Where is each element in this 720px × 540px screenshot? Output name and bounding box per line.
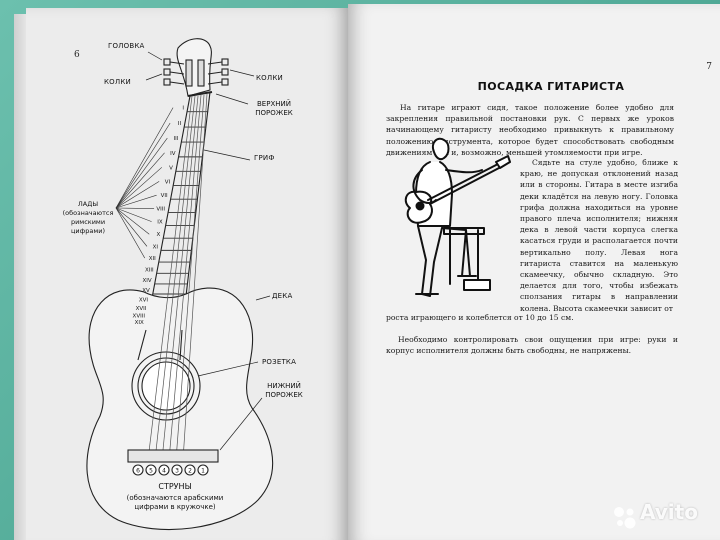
label-deka: ДЕКА bbox=[272, 292, 293, 300]
paragraph-intro: На гитаре играют сидя, такое положение б… bbox=[386, 103, 674, 157]
open-book: 6 7 ПОСАДКА ГИТАРИСТА На гитаре играют с… bbox=[8, 0, 720, 540]
left-page-number: 6 bbox=[74, 50, 80, 60]
fret-numeral: VII bbox=[161, 193, 168, 199]
string-number: 4 bbox=[162, 468, 166, 475]
fret-numeral: X bbox=[156, 232, 160, 238]
fret-leader-line bbox=[115, 122, 171, 209]
paragraph-posture: Сядьте на стуле удобно, ближе к краю, не… bbox=[520, 158, 678, 313]
string-number: 6 bbox=[136, 468, 140, 475]
avito-wordmark: Avito bbox=[640, 500, 698, 524]
fret-numeral: XI bbox=[153, 244, 159, 250]
label-kolki-left: КОЛКИ bbox=[104, 78, 131, 86]
avito-logo-icon bbox=[614, 507, 636, 529]
label-nizhniy-porozhek: НИЖНИЙ ПОРОЖЕК bbox=[265, 382, 303, 399]
string-number-circle bbox=[184, 464, 196, 476]
string-number: 1 bbox=[201, 468, 205, 475]
fret-numeral: XVII bbox=[136, 306, 147, 312]
fret-leader-line bbox=[115, 207, 152, 222]
string-number-circle bbox=[145, 464, 157, 476]
string-number-circle bbox=[171, 464, 183, 476]
label-golovka: ГОЛОВКА bbox=[108, 42, 145, 50]
fret-numeral: XIII bbox=[145, 267, 154, 273]
fret-leader-line bbox=[115, 207, 150, 235]
label-grif: ГРИФ bbox=[254, 154, 275, 162]
fret-leader-line bbox=[115, 207, 148, 247]
fret-leader-line bbox=[115, 137, 168, 209]
string-number: 3 bbox=[175, 468, 179, 475]
fret-leader-line bbox=[115, 181, 160, 209]
label-struny-note: (обозначаются арабскими цифрами в кружоч… bbox=[126, 494, 224, 511]
fret-numeral: I bbox=[182, 106, 184, 112]
fret-numeral: XVIII bbox=[133, 314, 146, 320]
fret-numeral: XIV bbox=[143, 278, 152, 284]
fret-numeral: XIX bbox=[135, 320, 144, 326]
fret-numeral: II bbox=[178, 121, 182, 127]
fret-leader-line bbox=[115, 207, 155, 209]
label-kolki-right: КОЛКИ bbox=[256, 74, 283, 82]
fret-numeral: VI bbox=[165, 179, 171, 185]
string-number: 5 bbox=[149, 468, 153, 475]
fret-leader-line bbox=[115, 207, 146, 259]
label-struny: СТРУНЫ bbox=[158, 482, 192, 491]
book-page-edge bbox=[14, 14, 28, 540]
fret-numeral: IV bbox=[170, 151, 176, 157]
label-rozetka: РОЗЕТКА bbox=[262, 358, 297, 366]
fret-numeral: VIII bbox=[156, 207, 165, 213]
right-page: 7 ПОСАДКА ГИТАРИСТА На гитаре играют сид… bbox=[348, 4, 720, 540]
section-heading: ПОСАДКА ГИТАРИСТА bbox=[477, 80, 625, 93]
string-number: 2 bbox=[188, 468, 192, 475]
label-verkhniy-porozhek: ВЕРХНИЙ ПОРОЖЕК bbox=[255, 100, 293, 117]
fret-leader-line bbox=[115, 194, 157, 209]
paragraph-control: Необходимо контролировать свои ощущения … bbox=[386, 335, 678, 356]
string-number-circle bbox=[132, 464, 144, 476]
right-page-number: 7 bbox=[706, 62, 712, 72]
fret-numeral: IX bbox=[157, 220, 163, 226]
fret-leader-line bbox=[115, 152, 165, 209]
fret-leader-line bbox=[115, 167, 163, 209]
fret-numeral: XII bbox=[149, 256, 156, 262]
string-number-circle bbox=[158, 464, 170, 476]
fret-leader-line bbox=[115, 107, 174, 209]
paragraph-height: роста играющего и колеблется от 10 до 15… bbox=[386, 313, 574, 322]
fret-numeral: V bbox=[169, 165, 173, 171]
string-number-circle bbox=[197, 464, 209, 476]
fret-numeral: III bbox=[173, 136, 178, 142]
label-lady: ЛАДЫ (обозначаются римскими цифрами) bbox=[62, 200, 114, 235]
guitarist-illustration bbox=[404, 137, 511, 297]
fret-numeral: XVI bbox=[139, 297, 149, 303]
fret-numeral: XV bbox=[142, 288, 150, 294]
